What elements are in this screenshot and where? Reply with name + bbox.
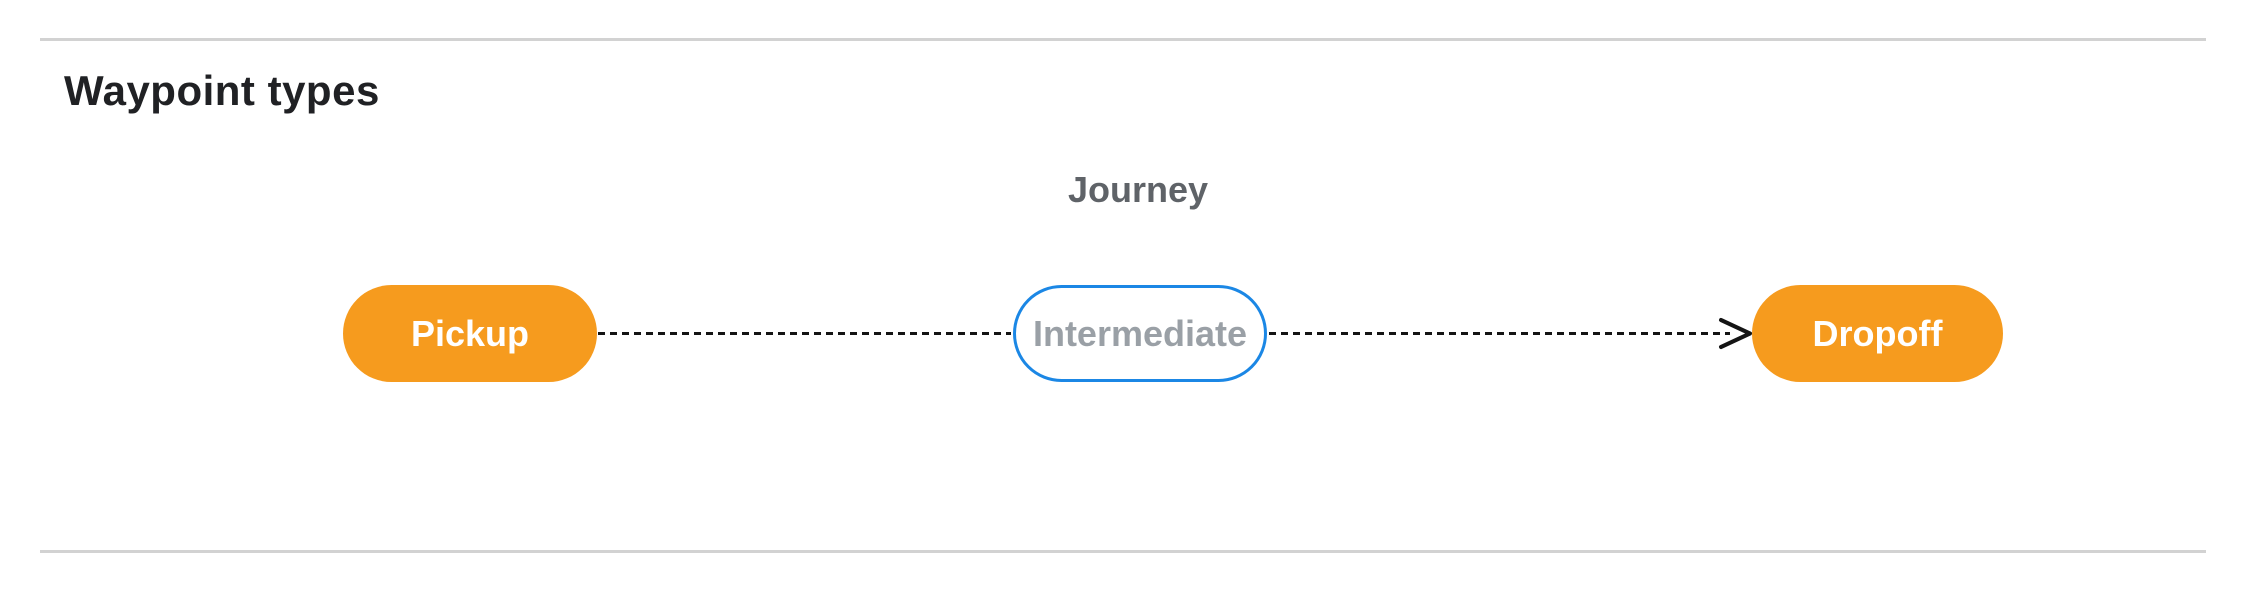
node-intermediate: Intermediate: [1013, 285, 1267, 382]
section-title: Waypoint types: [64, 67, 380, 114]
bottom-divider: [40, 550, 2206, 553]
node-dropoff: Dropoff: [1752, 285, 2003, 382]
diagram-title: Journey: [1067, 169, 1209, 210]
node-pickup: Pickup: [343, 285, 597, 382]
node-dropoff-label: Dropoff: [1812, 312, 1943, 354]
node-pickup-label: Pickup: [410, 312, 530, 354]
node-intermediate-label: Intermediate: [1032, 312, 1248, 354]
top-divider: [40, 38, 2206, 41]
arrowhead-icon: [1719, 318, 1752, 349]
